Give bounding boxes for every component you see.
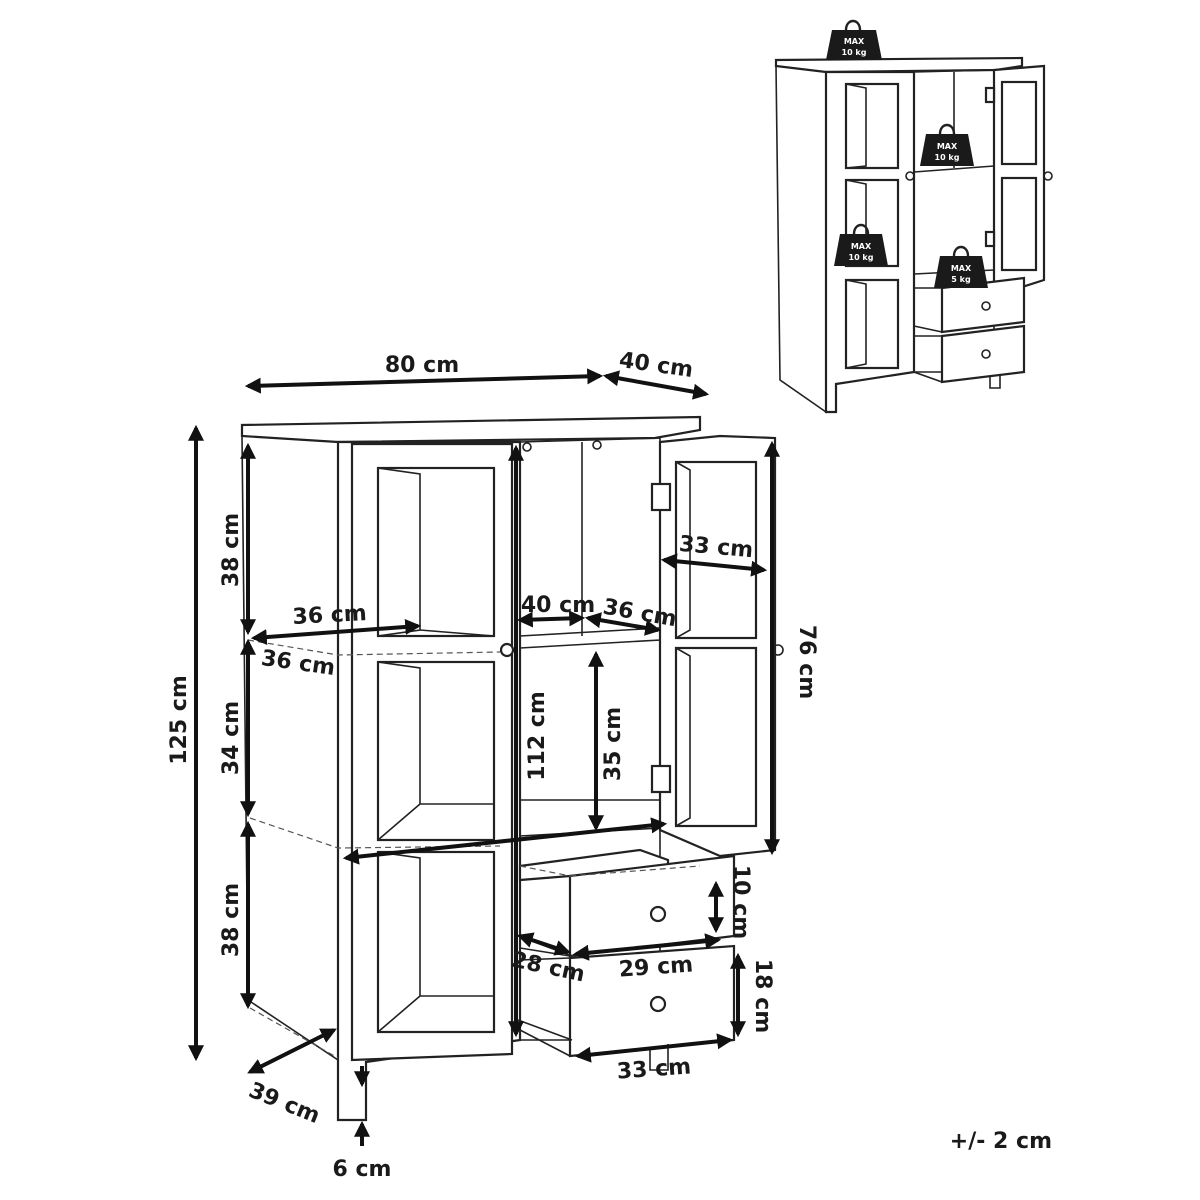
weight-badge-drawer: MAX 5 kg <box>934 245 988 288</box>
main-cabinet-drawing <box>240 415 784 1122</box>
reference-cabinet-drawing <box>774 56 1053 414</box>
label-drawer-height-bottom: 18 cm <box>750 959 775 1033</box>
label-base-depth: 39 cm <box>245 1078 323 1129</box>
label-inner-height: 112 cm <box>525 691 550 781</box>
label-drawer-width-top: 29 cm <box>618 952 694 982</box>
weight-badge-middle-right-line2: 10 kg <box>935 153 960 162</box>
label-height-total: 125 cm <box>167 675 192 765</box>
dimension-labels: 80 cm 40 cm 125 cm 38 cm 34 cm 38 cm 36 … <box>167 348 819 1182</box>
weight-badge-middle-left-line2: 10 kg <box>849 253 874 262</box>
label-leg-height: 6 cm <box>333 1157 392 1182</box>
label-shelf-width: 36 cm <box>292 601 367 630</box>
label-drawer-height-top: 10 cm <box>728 865 753 939</box>
weight-badge-drawer-line2: 5 kg <box>951 275 971 284</box>
label-open-shelf-height: 35 cm <box>601 707 626 781</box>
label-depth-top: 40 cm <box>618 348 695 383</box>
weight-badge-drawer-line1: MAX <box>951 264 972 273</box>
tolerance-note: +/- 2 cm <box>950 1129 1052 1154</box>
weight-badge-middle-right-line1: MAX <box>937 142 958 151</box>
label-compartment-bottom: 38 cm <box>219 883 244 957</box>
label-compartment-top: 38 cm <box>219 513 244 587</box>
weight-badge-top-line2: 10 kg <box>842 48 867 57</box>
label-width: 80 cm <box>385 353 459 378</box>
label-inner-width: 40 cm <box>521 593 595 618</box>
label-compartment-mid: 34 cm <box>219 701 244 775</box>
weight-badge-middle-right: MAX 10 kg <box>920 123 974 166</box>
weight-badge-middle-left: MAX 10 kg <box>834 223 888 266</box>
label-shelf-depth: 36 cm <box>260 646 337 681</box>
label-drawer-width-bottom: 33 cm <box>616 1054 692 1084</box>
weight-badge-top-line1: MAX <box>844 37 865 46</box>
weight-badge-top: MAX 10 kg <box>826 19 882 60</box>
weight-badge-middle-left-line1: MAX <box>851 242 872 251</box>
label-door-height: 76 cm <box>794 625 819 699</box>
dimension-arrows <box>188 368 780 1146</box>
